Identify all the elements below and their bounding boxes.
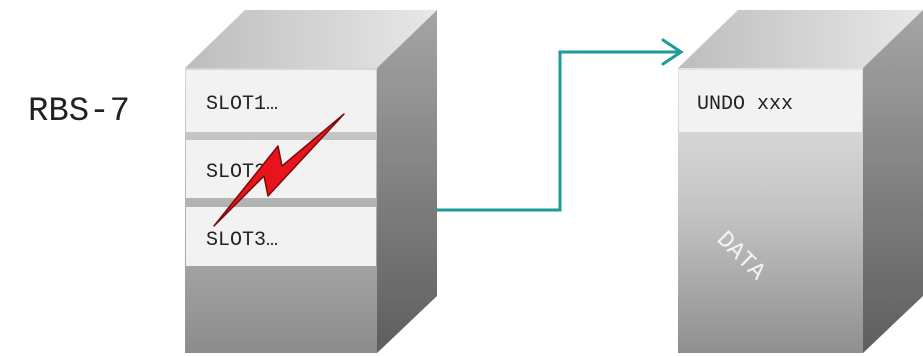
data-block-side xyxy=(863,10,923,353)
slot-label-3: SLOT3… xyxy=(206,229,278,252)
rbs-block-side xyxy=(377,10,437,353)
slot-label-1: SLOT1… xyxy=(206,93,278,116)
rbs-block: SLOT1… SLOT2… SLOT3… xyxy=(185,10,437,353)
undo-label: UNDO xxx xyxy=(697,93,793,116)
data-block: UNDO xxx DATA xyxy=(678,10,923,353)
rbs-label: RBS-7 xyxy=(28,93,130,131)
connector-arrow xyxy=(436,40,681,210)
